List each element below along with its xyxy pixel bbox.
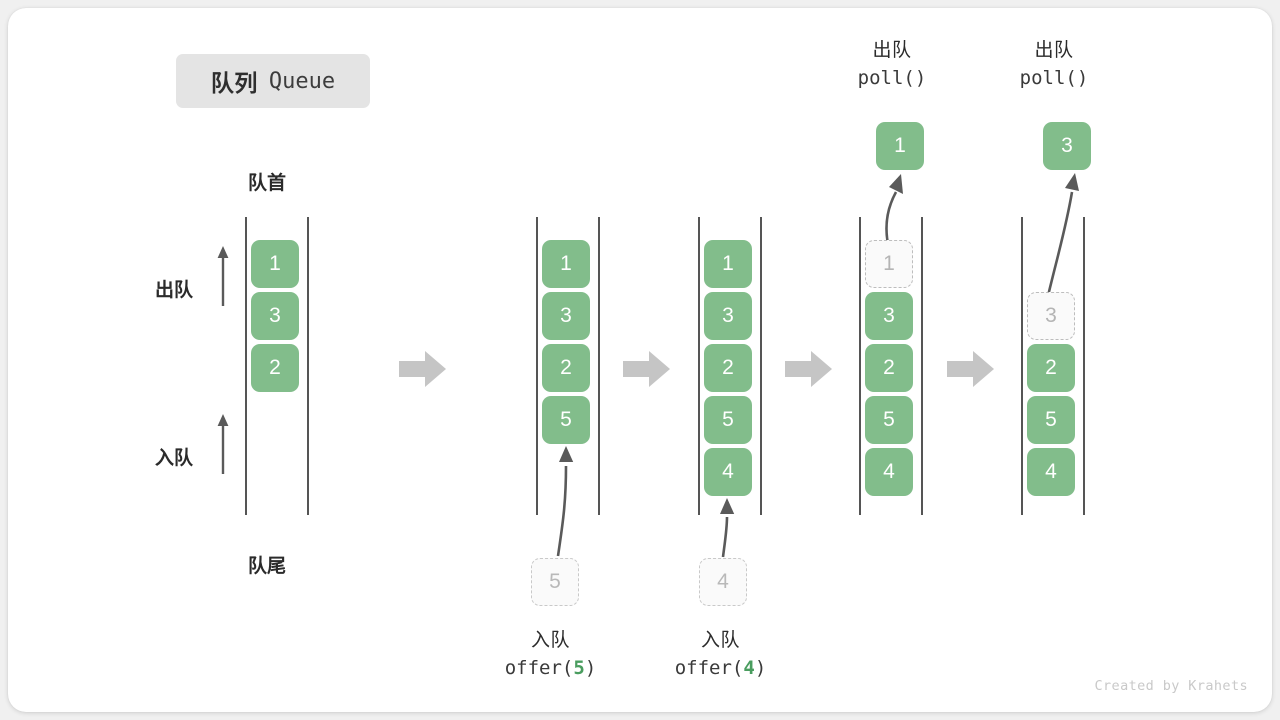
queue-rail-right-1 [598,217,600,515]
enqueue-up-arrow-icon [217,414,229,474]
diagram-canvas: 队列 Queue 队首 队尾 出队 入队 1 3 2 1 3 2 5 5 入队 … [8,8,1272,712]
queue-rail-left-4 [1021,217,1023,515]
queue-cell: 2 [865,344,913,392]
queue-cell: 5 [1027,396,1075,444]
queue-cell: 1 [542,240,590,288]
queue-rail-right-4 [1083,217,1085,515]
queue-rail-right-3 [921,217,923,515]
queue-cell: 2 [251,344,299,392]
step-arrow-icon [623,351,670,387]
pending-cell-5: 5 [531,558,579,606]
diagram-title-badge: 队列 Queue [176,54,370,108]
step-arrow-icon [947,351,994,387]
label-dequeue: 出队 [155,280,194,301]
queue-rail-left-1 [536,217,538,515]
credit-text: Created by Krahets [1094,678,1248,694]
title-en: Queue [268,68,336,94]
dequeue-up-arrow-icon [217,246,229,306]
queue-cell: 2 [1027,344,1075,392]
label-queue-tail: 队尾 [248,556,287,577]
caption-offer-5: 入队 offer(5) [504,630,597,679]
queue-cell: 4 [704,448,752,496]
caption-offer-4: 入队 offer(4) [674,630,767,679]
queue-cell: 1 [704,240,752,288]
queue-cell-ghost: 3 [1027,292,1075,340]
dequeue-motion-arrow-icon [1046,173,1079,297]
queue-cell: 3 [704,292,752,340]
queue-cell-ghost: 1 [865,240,913,288]
queue-cell: 5 [865,396,913,444]
queue-cell: 2 [704,344,752,392]
queue-cell: 4 [865,448,913,496]
header-poll-1: 出队 poll() [857,40,927,89]
label-enqueue: 入队 [155,448,194,469]
queue-cell: 1 [251,240,299,288]
header-poll-3: 出队 poll() [1019,40,1089,89]
queue-rail-left-0 [245,217,247,515]
polled-cell-1: 1 [876,122,924,170]
queue-cell: 3 [251,292,299,340]
title-cn: 队列 [210,70,258,96]
label-queue-head: 队首 [248,173,287,194]
step-arrow-icon [785,351,832,387]
queue-cell: 2 [542,344,590,392]
queue-cell: 3 [542,292,590,340]
queue-rail-right-2 [760,217,762,515]
queue-cell: 3 [865,292,913,340]
queue-cell: 5 [542,396,590,444]
queue-cell: 5 [704,396,752,444]
enqueue-motion-arrow-icon [556,446,574,557]
step-arrow-icon [399,351,446,387]
queue-rail-right-0 [307,217,309,515]
pending-cell-4: 4 [699,558,747,606]
queue-rail-left-3 [859,217,861,515]
queue-rail-left-2 [698,217,700,515]
queue-cell: 4 [1027,448,1075,496]
enqueue-motion-arrow-icon [720,498,735,558]
polled-cell-3: 3 [1043,122,1091,170]
